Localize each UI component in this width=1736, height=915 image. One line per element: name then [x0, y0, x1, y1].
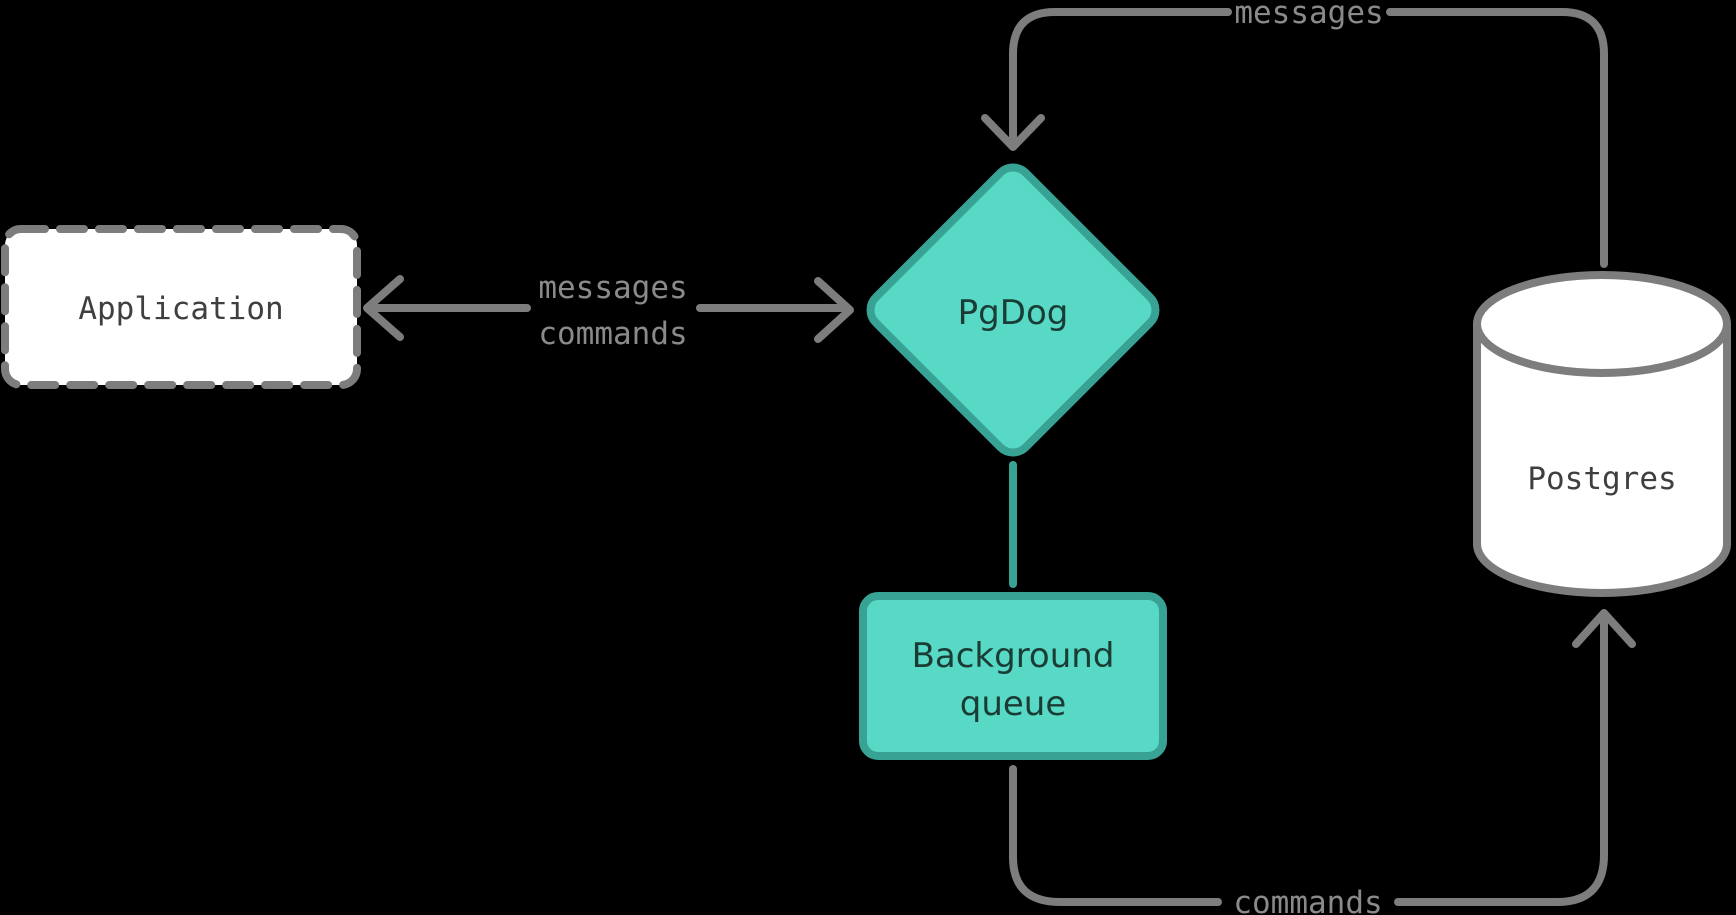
edge-top-right-part	[1386, 8, 1608, 268]
application-node: Application	[1, 225, 361, 389]
application-box	[1, 225, 361, 389]
edge-postgres-pgdog: messages	[981, 0, 1608, 268]
postgres-node: Postgres	[1473, 271, 1731, 597]
background-queue-box	[859, 592, 1167, 760]
postgres-cylinder-body	[1473, 324, 1731, 597]
pgdog-label: PgDog	[958, 293, 1069, 333]
edge-label-messages: messages	[538, 270, 687, 306]
edge-label-commands: commands	[538, 316, 687, 352]
postgres-cylinder-top	[1473, 271, 1731, 377]
right-arrowhead-icon	[814, 277, 854, 343]
application-label: Application	[78, 291, 283, 327]
pgdog-node: PgDog	[866, 163, 1160, 457]
up-arrowhead-icon	[1572, 609, 1636, 648]
background-queue-label-line2: queue	[960, 684, 1067, 724]
edge-bottom-left-part	[1009, 765, 1222, 906]
down-arrowhead-icon	[981, 114, 1045, 151]
edge-top-left-part	[1009, 8, 1232, 148]
edge-label-commands-bottom: commands	[1233, 885, 1382, 915]
background-queue-label-line1: Background	[912, 636, 1115, 676]
postgres-label: Postgres	[1527, 461, 1676, 497]
left-arrowhead-icon	[363, 275, 404, 341]
pgdog-diamond	[866, 163, 1160, 457]
edge-bottom-right-part	[1394, 612, 1608, 906]
edge-app-pgdog: messages commands	[363, 270, 854, 352]
edge-queue-postgres: commands	[1009, 609, 1636, 915]
edge-label-messages-top: messages	[1234, 0, 1383, 31]
background-queue-node: Background queue	[859, 592, 1167, 760]
